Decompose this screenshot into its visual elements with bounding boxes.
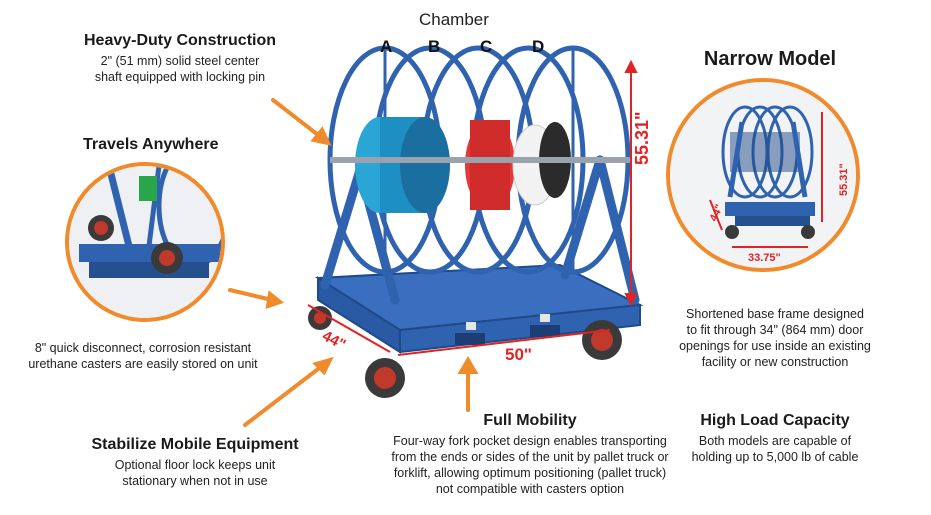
capacity-callout: High Load Capacity Both models are capab… xyxy=(680,412,870,465)
chamber-letter-b: B xyxy=(428,37,441,56)
callout-arrows xyxy=(228,98,479,427)
chamber-letter-a: A xyxy=(380,37,393,56)
casters-callout: 8" quick disconnect, corrosion resistant… xyxy=(28,340,258,372)
narrow-callout: Shortened base frame designed to fit thr… xyxy=(675,306,875,370)
stabilize-title: Stabilize Mobile Equipment xyxy=(91,436,299,453)
narrow-line4: facility or new construction xyxy=(701,355,849,369)
casters-line2: urethane casters are easily stored on un… xyxy=(28,357,258,371)
narrow-title: Narrow Model xyxy=(703,48,837,70)
stabilize-line2: stationary when not in use xyxy=(122,474,268,488)
capacity-title: High Load Capacity xyxy=(700,412,850,429)
chamber-letter-d: D xyxy=(532,37,545,56)
casters-line1: 8" quick disconnect, corrosion resistant xyxy=(34,341,252,355)
mobility-title: Full Mobility xyxy=(483,412,577,429)
heavy-duty-line2: shaft equipped with locking pin xyxy=(94,70,266,84)
narrow-line2: to fit through 34" (864 mm) door xyxy=(686,323,864,337)
capacity-line1: Both models are capable of xyxy=(698,434,852,448)
cable-coils xyxy=(355,117,571,213)
mobility-callout: Full Mobility Four-way fork pocket desig… xyxy=(380,412,680,497)
mobility-line2: from the ends or sides of the unit by pa… xyxy=(391,450,669,464)
travels-title: Travels Anywhere xyxy=(83,136,219,153)
caster-detail-circle xyxy=(65,162,225,322)
main-width-dimension: 50" xyxy=(505,345,532,364)
narrow-line1: Shortened base frame designed xyxy=(686,307,864,321)
casters xyxy=(308,306,622,398)
chamber-letter-c: C xyxy=(480,37,493,56)
mobility-line4: not compatible with casters option xyxy=(435,482,625,496)
narrow-model-image xyxy=(670,82,856,268)
chamber-label: Chamber xyxy=(419,10,489,29)
mobility-line1: Four-way fork pocket design enables tran… xyxy=(393,434,667,448)
heavy-duty-title: Heavy-Duty Construction xyxy=(83,32,277,49)
stabilize-callout: Stabilize Mobile Equipment Optional floo… xyxy=(90,436,300,489)
main-height-dimension: 55.31" xyxy=(632,111,652,165)
narrow-line3: openings for use inside an existing xyxy=(679,339,871,353)
heavy-duty-callout: Heavy-Duty Construction 2" (51 mm) solid… xyxy=(70,32,290,85)
dimension-lines xyxy=(307,59,638,356)
caster-detail-image xyxy=(69,166,221,318)
narrow-width-dimension: 33.75" xyxy=(748,252,781,264)
narrow-model-circle xyxy=(666,78,860,272)
narrow-height-dimension: 55.31" xyxy=(838,163,850,196)
capacity-line2: holding up to 5,000 lb of cable xyxy=(691,450,859,464)
mobility-line3: forklift, allowing optimum positioning (… xyxy=(393,466,667,480)
stabilize-line1: Optional floor lock keeps unit xyxy=(114,458,276,472)
heavy-duty-line1: 2" (51 mm) solid steel center xyxy=(100,54,260,68)
base-frame xyxy=(314,263,644,354)
